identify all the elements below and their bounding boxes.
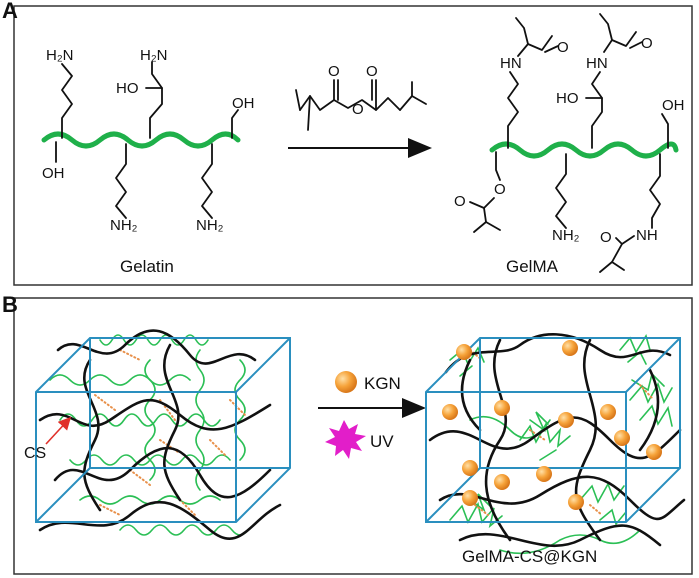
gelatin-h2n-2: H₂N (140, 47, 168, 64)
gelma-o-1: O (557, 39, 569, 56)
gelma-oh: OH (662, 97, 685, 114)
cs-pointer-arrow (45, 416, 72, 445)
kgn-label: KGN (364, 374, 401, 393)
gelatin-h2n-1: H₂N (46, 47, 74, 64)
gelma-nh: NH (636, 227, 658, 244)
gelma-o-4: O (600, 229, 612, 246)
kgn-particle (456, 344, 472, 360)
kgn-particles (442, 340, 662, 510)
methacrylic-anhydride: O O O (295, 63, 427, 131)
kgn-particle (462, 490, 478, 506)
gelma-backbone (489, 141, 679, 159)
gelatin-label: Gelatin (120, 257, 174, 276)
gelma-o-3: O (454, 193, 466, 210)
kgn-particle (568, 494, 584, 510)
anhydride-o-3: O (366, 63, 378, 80)
anhydride-o-2: O (352, 101, 364, 118)
kgn-particle (558, 412, 574, 428)
gelatin-nh2-2: NH₂ (196, 217, 224, 234)
kgn-sphere-icon (335, 371, 357, 393)
kgn-particle (646, 444, 662, 460)
uv-label: UV (370, 432, 394, 451)
panel-a: A H₂N OH H₂N HO NH₂ NH₂ OH Gelatin (2, 0, 693, 286)
panel-b-border (13, 297, 693, 575)
product-label: GelMA-CS@KGN (462, 547, 597, 566)
gelatin-nh2-1: NH₂ (110, 217, 138, 234)
gelatin-molecule: H₂N OH H₂N HO NH₂ NH₂ OH (41, 47, 255, 234)
kgn-particle (462, 460, 478, 476)
gelatin-oh-1: OH (42, 165, 65, 182)
gelatin-backbone (41, 131, 241, 149)
gelma-molecule: HN O HO HN O OH O O NH₂ (454, 13, 685, 273)
kgn-particle (536, 466, 552, 482)
kgn-particle (614, 430, 630, 446)
anhydride-o-1: O (328, 63, 340, 80)
gelatin-oh-2: OH (232, 95, 255, 112)
gelma-o-ester: O (494, 181, 506, 198)
gelatin-ho: HO (116, 80, 139, 97)
panel-b-letter: B (2, 292, 18, 317)
gelma-label: GelMA (506, 257, 559, 276)
gelma-ho: HO (556, 90, 579, 107)
right-hydrogel-cube (425, 333, 686, 555)
gelma-hn-2: HN (586, 55, 608, 72)
gelma-o-2: O (641, 35, 653, 52)
left-hydrogel-cube (35, 329, 291, 540)
panel-a-letter: A (2, 0, 18, 23)
cs-label: CS (24, 445, 46, 462)
kgn-particle (494, 474, 510, 490)
uv-star-icon (325, 420, 366, 459)
gelma-hn-1: HN (500, 55, 522, 72)
gelma-nh2: NH₂ (552, 227, 580, 244)
kgn-particle (442, 404, 458, 420)
kgn-particle (494, 400, 510, 416)
panel-b: B CS (2, 292, 693, 575)
panel-a-border (13, 5, 693, 286)
kgn-particle (562, 340, 578, 356)
kgn-particle (600, 404, 616, 420)
